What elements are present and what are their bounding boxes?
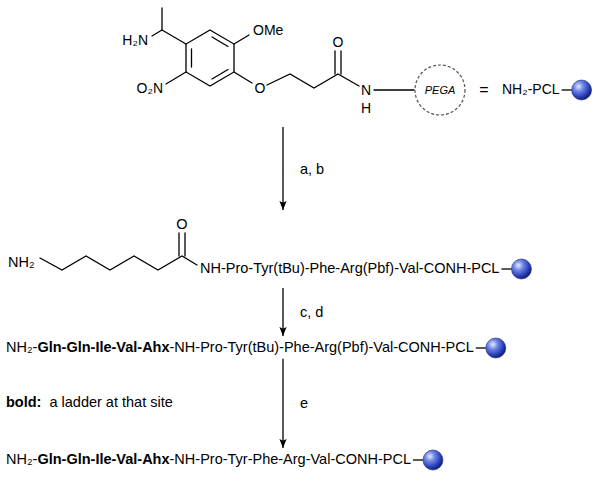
reagent-label: a, b: [298, 160, 326, 177]
double-bond: [191, 49, 192, 67]
atom-label: O₂N: [137, 80, 163, 96]
atom-label: OMe: [253, 22, 283, 38]
equals-sign: =: [477, 81, 490, 99]
bond: [413, 459, 423, 460]
sequence-text: -NH-Pro-Tyr(tBu)-Phe-Arg(Pbf)-Val-CONH-P…: [170, 339, 474, 355]
atom-label: O: [255, 80, 266, 96]
pega-resin-circle: PEGA: [414, 64, 466, 116]
sequence-text: NH₂-: [6, 451, 37, 467]
reagent-label: e: [298, 395, 310, 412]
bond: [501, 268, 511, 269]
carbonyl-bond: [184, 233, 185, 256]
benzene-ring: [186, 30, 234, 86]
resin-abbreviation: NH₂-PCL: [500, 80, 562, 98]
atom-label: H₂N: [122, 32, 148, 48]
atom-label: N: [361, 82, 371, 98]
atom-label: H: [361, 100, 371, 116]
reaction-arrow: [282, 127, 283, 210]
carbonyl-bond: [340, 51, 341, 74]
alkyl-chain: [267, 74, 359, 88]
sequence-text: NH-Pro-Tyr(tBu)-Phe-Arg(Pbf)-Val-CONH-PC…: [200, 260, 499, 277]
peptide-compound: NH₂ O NH-Pro-Tyr(tBu)-Phe-Arg(Pbf)-Val-CON…: [4, 212, 534, 286]
photolinker-structure: H₂N OMeO₂N O O NH PEGA: [95, 0, 470, 125]
peptide-ladder-compound: NH₂-Gln-Gln-Ile-Val-Ahx-NH-Pro-Tyr(tBu)-…: [4, 338, 476, 357]
bond: [374, 89, 414, 90]
sequence-text: Gln-Gln-Ile-Val-Ahx: [37, 451, 169, 467]
note-text: bold:: [4, 394, 43, 411]
bond: [162, 30, 186, 44]
atom-label: O: [333, 34, 344, 50]
resin-bead: [511, 259, 531, 279]
deprotected-peptide-ladder: NH₂-Gln-Gln-Ile-Val-Ahx-NH-Pro-Tyr-Phe-A…: [4, 450, 413, 469]
bond: [166, 72, 186, 84]
carbonyl-bond: [334, 51, 335, 74]
resin-bead: [423, 450, 443, 470]
bond: [152, 30, 162, 36]
reaction-arrow: [282, 288, 283, 336]
sequence-text: PEGA: [425, 84, 456, 97]
sequence-text: NH₂-PCL: [502, 81, 560, 97]
sequence-text: O: [176, 216, 187, 233]
resin-bead: [572, 80, 592, 100]
resin-bead: [486, 338, 506, 358]
sequence-text: NH₂-: [6, 339, 37, 355]
bond: [234, 72, 252, 83]
reagent-label: c, d: [298, 304, 325, 321]
resin-outline: [415, 65, 465, 115]
bond-lines: [40, 8, 414, 270]
bond: [476, 347, 486, 348]
bond: [562, 89, 572, 90]
sequence-text: Gln-Gln-Ile-Val-Ahx: [37, 339, 169, 355]
double-bond: [212, 37, 228, 47]
note-text: a ladder at that site: [47, 394, 174, 411]
sequence-text: NH₂: [8, 254, 35, 271]
double-bond: [212, 70, 228, 80]
bond: [234, 35, 249, 44]
sequence-text: -NH-Pro-Tyr-Phe-Arg-Val-CONH-PCL: [170, 451, 411, 467]
reaction-arrow: [282, 359, 283, 448]
carbonyl-bond: [178, 233, 179, 256]
ahx-chain: [40, 256, 197, 270]
bond: [161, 8, 162, 30]
